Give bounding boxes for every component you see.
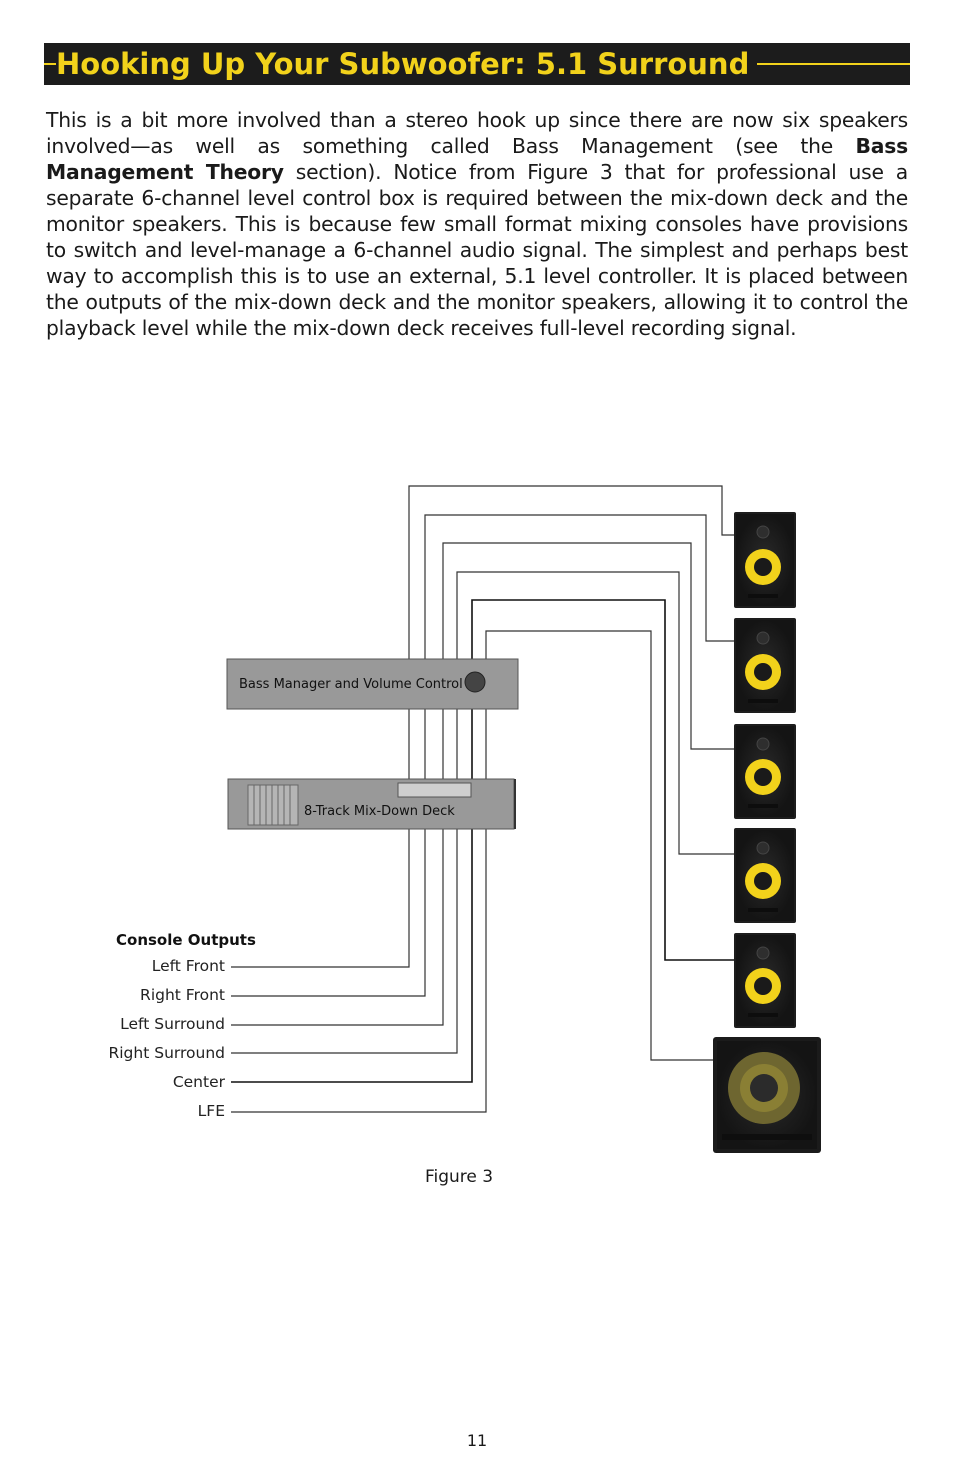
deck-label: 8-Track Mix-Down Deck <box>304 804 455 819</box>
signal-wires <box>231 485 734 1113</box>
section-title-bar: Hooking Up Your Subwoofer: 5.1 Surround <box>44 43 910 85</box>
page-number: 11 <box>466 1431 488 1450</box>
body-paragraph: This is a bit more involved than a stere… <box>46 107 908 341</box>
paragraph-part-2: section). Notice from Figure 3 that for … <box>46 160 908 340</box>
output-left-front: Left Front <box>152 957 225 975</box>
speaker-icon <box>734 933 796 1028</box>
figure-caption: Figure 3 <box>424 1167 494 1187</box>
section-title: Hooking Up Your Subwoofer: 5.1 Surround <box>56 45 758 83</box>
output-right-surround: Right Surround <box>108 1044 225 1062</box>
output-right-front: Right Front <box>140 986 225 1004</box>
console-outputs-heading: Console Outputs <box>116 931 256 949</box>
deck-display-icon <box>397 782 472 798</box>
bass-management-theory-ref: Bass Management Theory <box>46 134 908 184</box>
output-center: Center <box>173 1073 226 1091</box>
paragraph-part-1: This is a bit more involved than a stere… <box>46 108 908 158</box>
speaker-icon <box>734 512 796 608</box>
bass-manager-label: Bass Manager and Volume Control <box>239 677 463 692</box>
speaker-icon <box>734 618 796 713</box>
mixdown-deck-box: 8-Track Mix-Down Deck <box>227 778 516 830</box>
volume-knob-icon <box>464 671 486 693</box>
subwoofer-icon <box>713 1037 821 1153</box>
output-left-surround: Left Surround <box>120 1015 225 1033</box>
speaker-icon <box>734 724 796 819</box>
speaker-icon <box>734 828 796 923</box>
output-lfe: LFE <box>198 1102 225 1120</box>
bass-manager-box: Bass Manager and Volume Control <box>226 658 519 710</box>
deck-fader-icon <box>247 784 299 826</box>
